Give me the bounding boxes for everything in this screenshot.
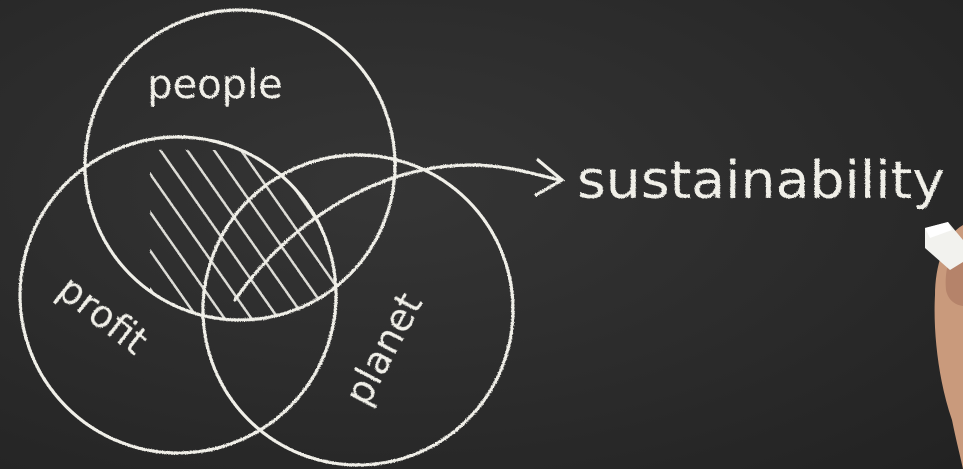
hand-with-chalk bbox=[925, 222, 963, 469]
planet-label: planet bbox=[336, 285, 431, 412]
profit-label: profit bbox=[50, 266, 157, 363]
people-label: people bbox=[147, 62, 283, 108]
arrow-line bbox=[233, 163, 562, 302]
sustainability-label: sustainability bbox=[577, 151, 945, 211]
profit-circle bbox=[18, 135, 338, 455]
arrow-head bbox=[534, 158, 565, 197]
